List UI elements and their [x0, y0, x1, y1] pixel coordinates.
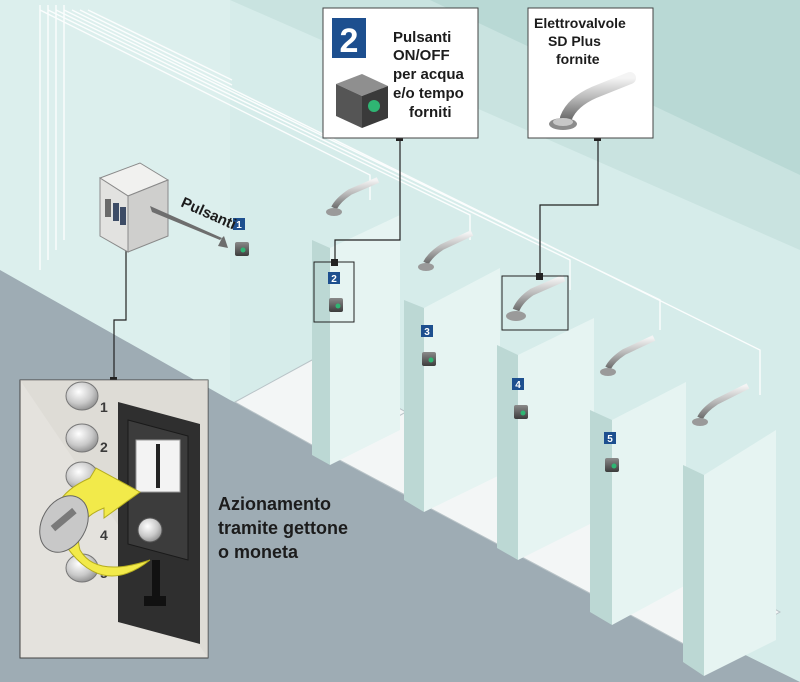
badge-2-number: 2 — [331, 274, 337, 285]
callout-line-4: e/o tempo — [393, 85, 464, 102]
callout-line-1: Pulsanti — [393, 29, 451, 46]
valvole-line-2: SD Plus — [548, 33, 601, 49]
badge-5-number: 5 — [607, 434, 613, 445]
badge-4 — [512, 378, 524, 390]
shower-valve-icon — [506, 274, 566, 321]
push-button-icon — [336, 74, 388, 128]
valvole-callout: Elettrovalvole SD Plus fornite — [527, 7, 654, 139]
pipework — [39, 5, 761, 395]
coin-label-line-1: Azionamento — [218, 494, 331, 514]
badge-3-number: 3 — [424, 327, 430, 338]
slot-number-2: 2 — [100, 439, 108, 455]
callout-badge — [332, 18, 366, 58]
coin-label-line-3: o moneta — [218, 542, 299, 562]
shower-valves — [326, 177, 750, 426]
badge-3 — [421, 325, 433, 337]
badge-4-number: 4 — [515, 380, 521, 391]
callout-badge-number: 2 — [340, 22, 359, 60]
callout-line-5: forniti — [409, 104, 452, 121]
valvole-line-1: Elettrovalvole — [534, 15, 626, 31]
badge-1 — [233, 218, 245, 230]
coin-mechanism-inset: 1 2 4 5 — [19, 379, 209, 659]
shower-buttons: 1 2 3 4 5 — [233, 218, 619, 472]
rotate-arrow-icon — [39, 467, 151, 577]
coin-label-line-2: tramite gettone — [218, 518, 348, 538]
shower-valve-icon — [326, 177, 380, 216]
partitions — [312, 215, 776, 676]
badge-2 — [328, 272, 340, 284]
shower-valve-icon — [692, 383, 750, 426]
slot-number-4: 4 — [100, 527, 108, 543]
shower-valve-icon — [600, 335, 656, 376]
pulsanti-callout: 2 Pulsanti ON/OFF per acqua e/o tempo fo… — [322, 7, 479, 139]
callout-line-3: per acqua — [393, 66, 465, 83]
coin-mechanism-icon — [118, 402, 200, 644]
badge-1-number: 1 — [236, 220, 242, 231]
badge-5 — [604, 432, 616, 444]
connector-lines — [113, 138, 599, 380]
shower-valve-icon — [549, 72, 636, 130]
valve-highlight-frame — [501, 275, 569, 331]
callout-line-2: ON/OFF — [393, 47, 450, 64]
control-box-icon — [98, 162, 170, 253]
valvole-line-3: fornite — [556, 51, 600, 67]
slot-number-1: 1 — [100, 399, 108, 415]
shower-valve-icon — [418, 230, 474, 271]
pulsanti-arrow — [150, 206, 228, 248]
